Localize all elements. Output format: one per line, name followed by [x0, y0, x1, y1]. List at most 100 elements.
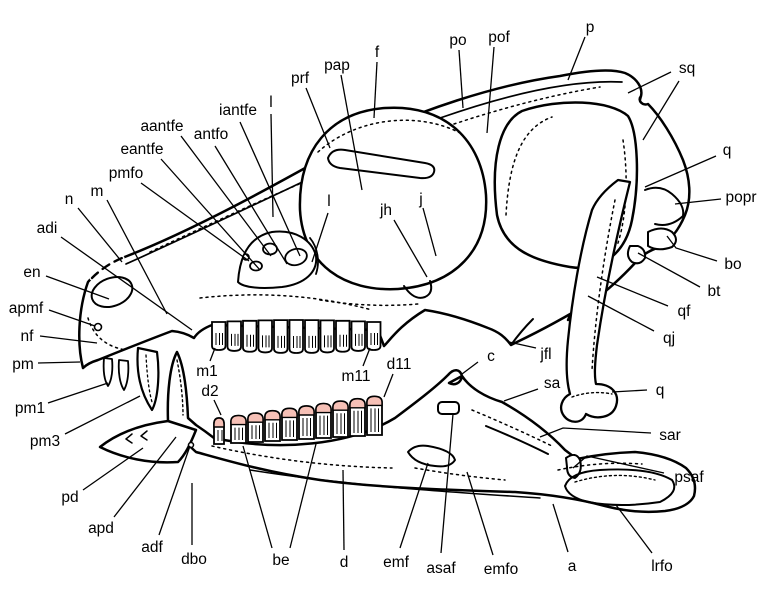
anatomy-label-be: be	[272, 552, 289, 569]
anatomy-label-d2: d2	[201, 383, 218, 400]
itf-dots-right	[616, 139, 627, 247]
anatomy-label-iantfe: iantfe	[219, 102, 257, 119]
lateral-retroarticular-fossa	[564, 468, 676, 506]
anatomy-label-qj: qj	[663, 330, 675, 347]
quadrate	[560, 178, 632, 423]
apmf-foramen	[93, 322, 103, 332]
palpebral	[327, 148, 436, 180]
upper-tooth	[273, 319, 289, 354]
leader-line-eantfe	[160, 158, 261, 271]
quadrate-condyle-dots	[571, 391, 613, 398]
internal-antorbital-fenestra	[284, 247, 308, 267]
leader-line-bo	[666, 235, 718, 262]
leader-line-c	[461, 361, 479, 375]
upper-tooth	[257, 319, 273, 354]
pm-caniniform-dots	[145, 354, 153, 403]
leader-line-pap	[340, 74, 363, 191]
lacrimal-line	[309, 237, 319, 275]
anatomy-label-sq: sq	[679, 60, 695, 77]
lower-tooth-wear-facet	[366, 395, 383, 407]
leader-line-m1	[209, 347, 216, 362]
leader-line-d11	[383, 373, 394, 398]
antorbital-fossa	[237, 230, 318, 289]
leader-line-d	[342, 469, 345, 551]
anatomy-label-bt: bt	[708, 283, 722, 300]
leader-line-sq	[627, 71, 672, 94]
angular-line	[249, 469, 541, 499]
leader-line-pm3	[64, 395, 141, 435]
upper-tooth	[366, 321, 382, 351]
anatomy-label-q: q	[723, 142, 732, 159]
lower-tooth-row	[213, 395, 383, 445]
anatomy-label-d: d	[340, 554, 349, 571]
posterior-surangular-foramen	[565, 454, 582, 479]
anatomy-label-emf: emf	[383, 554, 410, 571]
leader-line-pmfo	[140, 182, 250, 262]
anatomy-label-nf: nf	[21, 328, 35, 345]
leader-line-aantfe	[180, 135, 272, 257]
anatomy-label-qf: qf	[678, 303, 692, 320]
anatomy-label-asaf: asaf	[426, 560, 456, 577]
upper-tooth	[335, 319, 351, 353]
anatomy-label-pm3: pm3	[30, 433, 60, 450]
orbit-inner-dots	[317, 119, 461, 153]
leader-line-sq	[642, 80, 680, 141]
predentary-mark-1	[125, 433, 133, 444]
anatomy-label-q: q	[656, 382, 665, 399]
leader-line-pof	[486, 46, 495, 134]
anatomy-label-a: a	[568, 558, 577, 575]
leader-line-antfo	[214, 145, 288, 265]
anatomy-label-n: n	[65, 191, 74, 208]
leader-line-be	[242, 445, 273, 549]
itf-dots-left	[505, 116, 553, 216]
anatomy-label-d11: d11	[387, 356, 412, 373]
pm-tooth-2	[117, 359, 130, 391]
upper-tooth-row	[211, 319, 382, 354]
leader-line-lrfo	[615, 504, 653, 554]
lower-tooth-wear-facet	[264, 410, 281, 421]
anatomy-label-pm1: pm1	[15, 400, 45, 417]
anatomy-label-c: c	[487, 348, 495, 365]
lower-tooth-wear-facet	[298, 405, 315, 416]
mandible	[98, 350, 697, 514]
surangular-dots	[471, 409, 553, 447]
dentary-canine-dots	[176, 359, 184, 416]
predentary-mark-2	[140, 430, 148, 441]
lower-tooth-wear-facet	[247, 412, 264, 423]
leader-line-apmf	[48, 309, 96, 327]
dentary-dots-1	[211, 445, 393, 469]
anatomy-label-p: p	[586, 19, 595, 36]
leader-line-pd	[82, 447, 144, 491]
leader-line-psaf	[572, 455, 665, 474]
anatomy-label-jh: jh	[379, 202, 392, 219]
anatomy-label-apd: apd	[88, 520, 114, 537]
leader-line-asaf	[440, 413, 454, 554]
anatomy-label-en: en	[23, 264, 40, 281]
lower-tooth-wear-facet	[315, 402, 332, 414]
leader-line-j	[422, 207, 437, 257]
leader-line-pm	[37, 361, 81, 364]
anatomy-label-jfl: jfl	[539, 346, 551, 363]
leader-line-sar	[539, 427, 652, 438]
quadrate-shaft	[560, 178, 632, 423]
basal-tubera	[626, 245, 647, 265]
anatomy-label-eantfe: eantfe	[120, 141, 163, 158]
upper-tooth	[226, 320, 242, 352]
leader-line-nf	[39, 335, 98, 344]
anatomy-label-popr: popr	[725, 189, 756, 206]
leader-line-d2	[213, 399, 222, 416]
pm-tooth-1	[102, 357, 114, 387]
leader-line-emf	[399, 462, 429, 549]
leader-line-a	[552, 503, 569, 553]
leader-line-emfo	[466, 471, 494, 556]
leader-line-be	[289, 443, 317, 549]
lower-tooth-wear-facet	[213, 417, 225, 428]
upper-tooth	[288, 319, 304, 354]
anatomy-label-m11: m11	[341, 368, 370, 385]
anatomy-label-lrfo: lrfo	[651, 558, 673, 575]
anatomy-label-l: l	[269, 94, 272, 111]
anatomy-label-m1: m1	[196, 363, 218, 380]
anatomy-label-psaf: psaf	[674, 469, 704, 486]
